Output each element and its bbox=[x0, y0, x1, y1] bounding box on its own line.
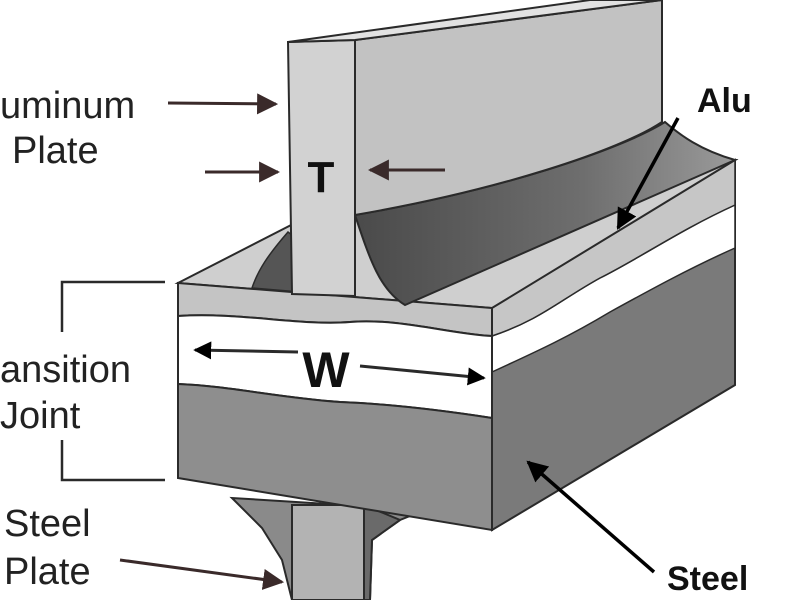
transition-joint-callout: ansition Joint bbox=[0, 280, 165, 482]
aluminum-plate-callout: uminum Plate bbox=[0, 85, 279, 172]
steel-plate-label-line2: Plate bbox=[4, 551, 91, 593]
aluminum-plate-label-line1: uminum bbox=[0, 85, 135, 127]
steel-plate-label-line1: Steel bbox=[4, 503, 91, 545]
aluminum-weld-bead bbox=[250, 120, 738, 307]
steel-weld-callout: Steel bbox=[526, 460, 748, 598]
thickness-label: T bbox=[308, 153, 335, 202]
alu-weld-label: Alu bbox=[697, 82, 752, 120]
steel-plate-callout: Steel Plate bbox=[4, 503, 285, 593]
transition-joint-label-line1: ansition bbox=[0, 349, 131, 391]
thickness-dimension: T bbox=[205, 153, 445, 202]
steel-weld-label: Steel bbox=[667, 560, 748, 598]
transition-joint-label-line2: Joint bbox=[0, 395, 81, 437]
aluminum-plate bbox=[286, 0, 663, 298]
width-dimension: W bbox=[193, 341, 486, 398]
aluminum-plate-label-line2: Plate bbox=[12, 130, 99, 172]
alu-weld-callout: Alu bbox=[616, 82, 752, 230]
steel-plate bbox=[229, 496, 426, 600]
width-label: W bbox=[302, 342, 350, 398]
